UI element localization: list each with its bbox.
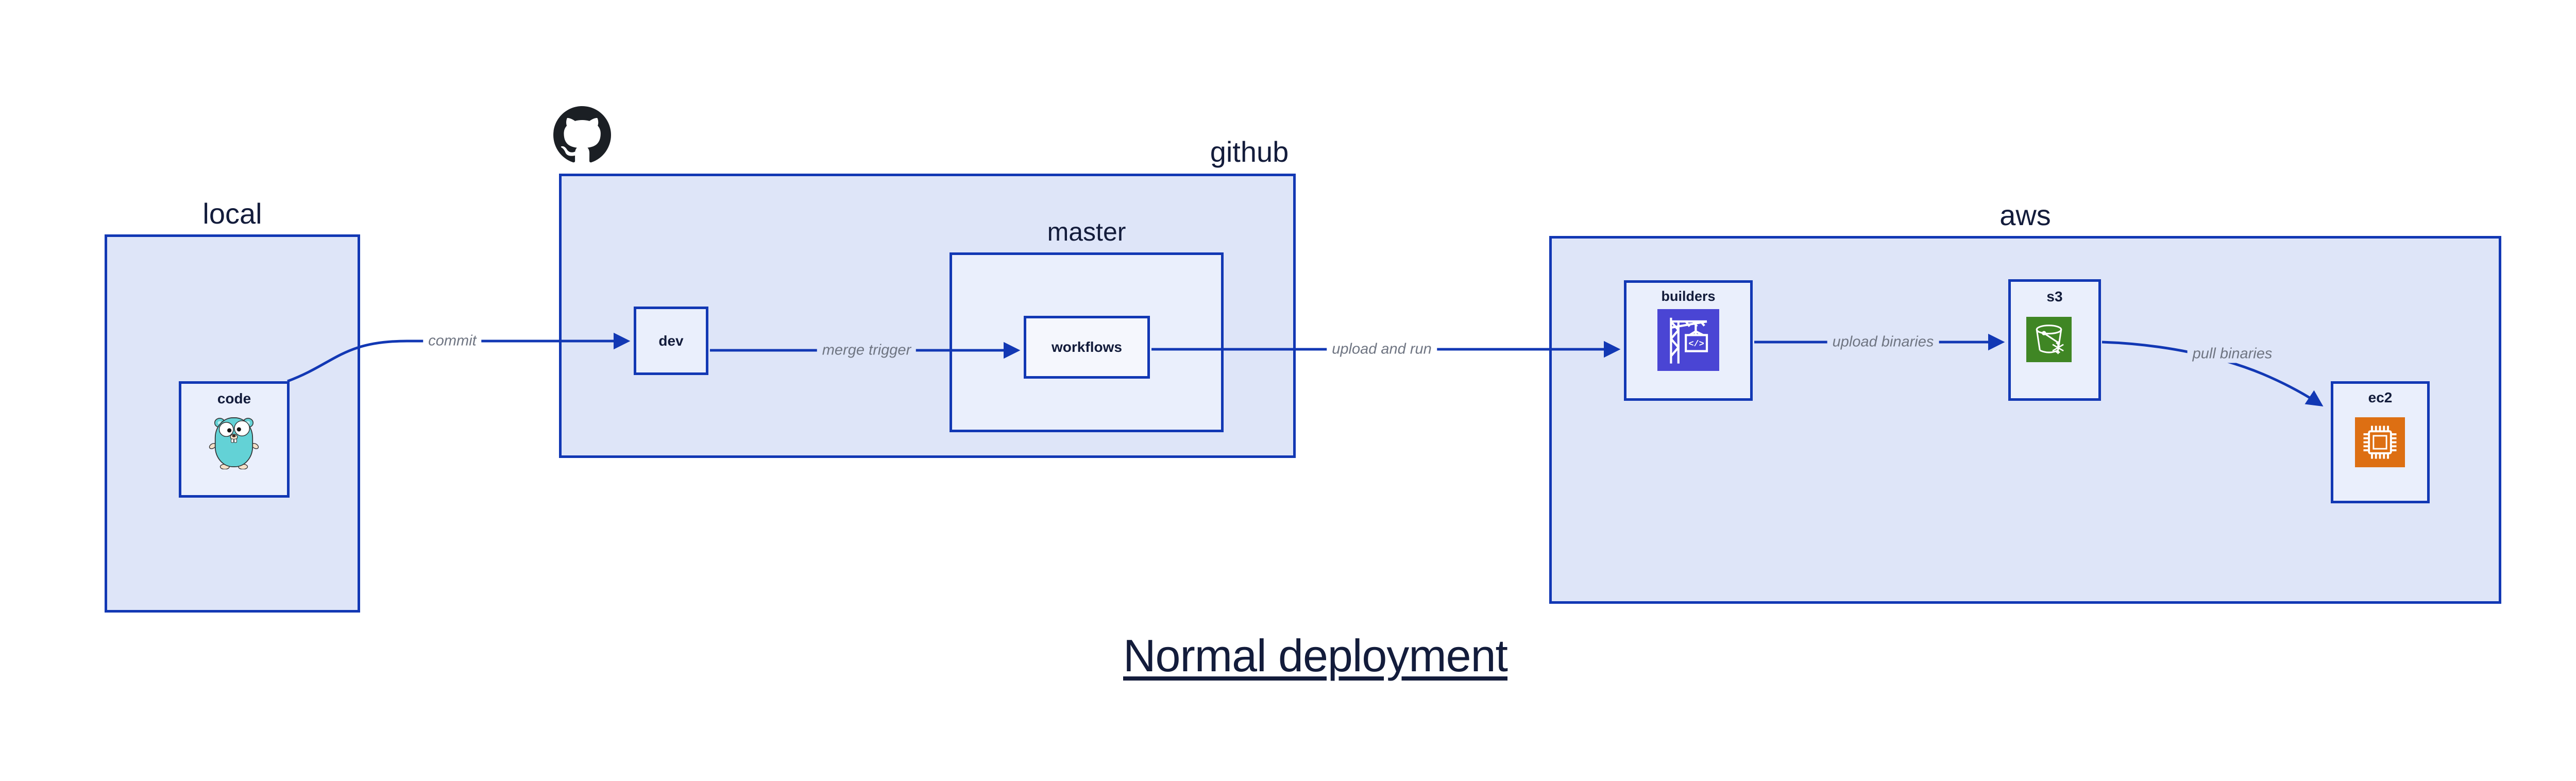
workflows-node (1024, 316, 1150, 379)
github-container-label: github (1210, 135, 1289, 168)
edge-label-merge-trigger: merge trigger (817, 341, 917, 360)
dev-node-label: dev (658, 333, 684, 349)
workflows-node-label: workflows (1052, 339, 1122, 355)
svg-text:</>: </> (1688, 339, 1704, 349)
edge-label-upload-binaries: upload binaries (1827, 333, 1939, 351)
edge-label-upload-and-run: upload and run (1327, 340, 1437, 359)
code-node-label: code (217, 390, 251, 406)
aws-codebuild-crane-icon: </> (1657, 309, 1719, 371)
edge-label-commit: commit (423, 332, 482, 350)
edge-label-pull-binaries: pull binaries (2187, 345, 2278, 363)
github-octocat-icon (553, 106, 611, 163)
local-container-label: local (202, 197, 262, 230)
ec2-node-label: ec2 (2368, 389, 2393, 405)
diagram-title: Normal deployment (1123, 630, 1508, 681)
s3-node-label: s3 (2046, 288, 2063, 304)
builders-node (1624, 280, 1753, 401)
aws-s3-bucket-icon (2026, 317, 2072, 362)
builders-node-label: builders (1661, 288, 1716, 304)
go-gopher-icon (209, 417, 259, 469)
aws-ec2-chip-icon (2355, 417, 2405, 467)
aws-container-label: aws (1999, 199, 2051, 231)
master-container-label: master (1047, 217, 1126, 246)
dev-node (634, 307, 708, 375)
